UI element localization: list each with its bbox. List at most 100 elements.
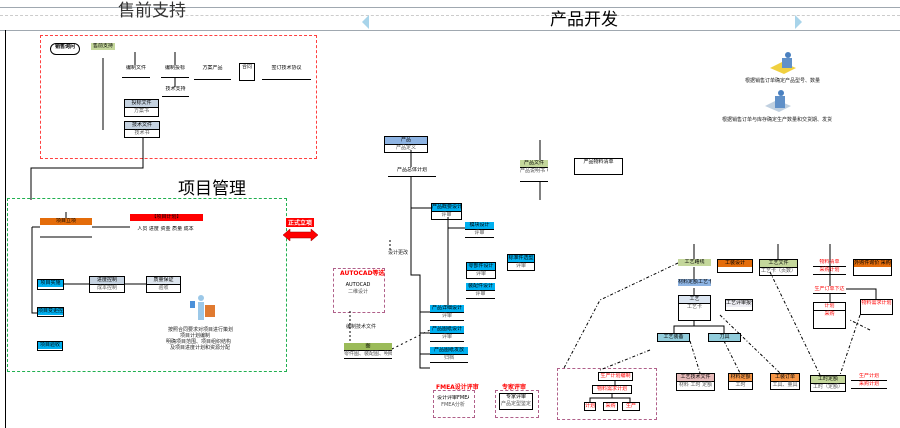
node-assembly-design[interactable]: 装配件设计评审 (466, 283, 495, 299)
node-red-rows[interactable]: 计划采购 (813, 302, 846, 329)
node-sublabel: 采购 (814, 310, 845, 318)
node-drawing-design[interactable]: 产品图纸设计评审 (430, 326, 464, 342)
node-expert-box[interactable]: 专家评审产品定型鉴定 (499, 393, 533, 410)
node-sublabel: 评审 (467, 270, 495, 278)
node-prepare-docs[interactable]: 编制文件 (122, 65, 150, 78)
node-craft-card[interactable]: 材料定额工艺卡 (678, 279, 711, 288)
support-group (433, 390, 475, 418)
node-label: 设计评审FMEA (437, 395, 469, 401)
node-work-hours[interactable]: 工时定额工时（定额） (810, 375, 846, 392)
node-project-plan[interactable]: 【项目计划】 (130, 214, 203, 223)
node-group-a[interactable]: 生产计划编制 (598, 372, 633, 381)
node-sublabel: 工艺卡（页数） (760, 267, 797, 274)
node-group-c1[interactable]: 计划 (584, 402, 596, 411)
node-outsourcing[interactable]: 外购件询价 采购 (853, 259, 892, 276)
node-product-bom[interactable]: 产品物料清单 (574, 158, 623, 175)
node-project-close[interactable]: 项目验收 (37, 341, 63, 351)
node-label: 产品 (385, 137, 427, 144)
connector (846, 288, 877, 299)
node-project-plan-note[interactable]: 人员 进度 资金 质量 成本 (128, 226, 203, 236)
left-arrow-icon[interactable] (362, 15, 369, 29)
connector (563, 262, 679, 369)
node-tech-support[interactable]: 技术支持 (162, 86, 189, 97)
double-arrow-icon (282, 228, 319, 242)
header-band (0, 15, 900, 31)
node-craft-main[interactable]: 工艺工艺卡 (678, 295, 711, 321)
node-label: 生产计划 (858, 373, 879, 379)
node-quality[interactable]: 质量保证验收 (146, 276, 181, 293)
node-tech-doc[interactable]: 技术文件技术书 (124, 121, 160, 138)
plan-group (557, 368, 657, 420)
node-project-start[interactable]: 项目立项 (40, 218, 92, 226)
node-sublabel: 工时（定额） (811, 383, 845, 390)
node-craft-orange[interactable]: 工装设计 (717, 259, 753, 273)
node-project-change[interactable]: 项目变更控制 (37, 307, 64, 317)
right-arrow-icon[interactable] (795, 15, 802, 29)
node-product-design[interactable]: 产品概要设计评审 (431, 203, 462, 220)
node-label: 项目立项 (40, 218, 92, 225)
node-sublabel: 零件图、装配图、明细表 (344, 350, 392, 358)
node-group-b[interactable]: 物料需求计划 (592, 385, 632, 394)
node-tech-agreement[interactable]: 签订技术协议 (262, 65, 311, 80)
flow-note-1: 设计更改 (388, 250, 409, 256)
node-group-c3[interactable]: 生产 (622, 402, 640, 411)
node-material[interactable]: 材料定额工时 (728, 373, 753, 390)
node-part-design[interactable]: 零部件设计评审 (466, 262, 496, 279)
node-craft-tech[interactable]: 工艺技术文件材料 工时 定额 (676, 373, 715, 391)
flow-note-2: 编制技术文件 (346, 324, 377, 330)
node-std-parts[interactable]: 标准件选型评审 (507, 254, 535, 271)
connector (849, 319, 871, 331)
node-group-c2[interactable]: 采购 (603, 402, 618, 411)
node-bid-doc[interactable]: 投标文件方案书 (124, 99, 159, 117)
design-support-tag: FMEA设计评审 (436, 384, 479, 391)
node-product-plan[interactable]: 产品总体计划 (388, 167, 436, 177)
node-sublabel: 方案书 (125, 107, 158, 115)
node-sublabel: 二维设计 (347, 289, 368, 295)
expert-review-tag: 专家评审 (502, 384, 527, 391)
node-product[interactable]: 产品产品定义 (384, 136, 428, 153)
node-label: 销售询问 (54, 44, 75, 50)
node-sublabel: 产品说明书 明细表 说明书 (520, 167, 548, 175)
person-text-2: 项目计划编制 (180, 333, 211, 339)
node-tooling-order[interactable]: 工装订单工具、量具 (770, 373, 800, 390)
node-presale-support[interactable]: 售前支持 (91, 43, 115, 58)
node-craft-route[interactable]: 工艺路线 (678, 259, 711, 267)
presale-title: 售前支持 (118, 1, 186, 21)
node-sales-inquiry[interactable]: 销售询问 (50, 43, 80, 55)
node-contract[interactable]: 合同 (239, 63, 255, 81)
node-label: 材料定额 (729, 374, 752, 381)
node-drawing-release[interactable]: 产品图纸发放归档 (430, 347, 468, 363)
node-solution-product[interactable]: 方案产品 (194, 65, 231, 80)
node-label: 物料清单 (819, 259, 840, 265)
node-project-execute[interactable]: 项目实施 (37, 279, 64, 290)
node-craft-equip[interactable]: 工艺装备 (657, 333, 690, 342)
node-progress[interactable]: 进度控制成本控制 (89, 276, 125, 293)
node-detail-design[interactable]: 产品详细设计评审 (430, 305, 464, 321)
node-label: 产品详细设计 (430, 305, 464, 312)
project-title: 项目管理 (178, 179, 246, 199)
person-luggage-icon (190, 293, 216, 321)
node-process-doc[interactable]: 工艺文件工艺卡（页数） (759, 259, 798, 276)
node-red-note[interactable]: 物料需求计划 (860, 299, 893, 315)
person-text-4: 及项目进度计划和资源分配 (170, 345, 231, 351)
node-sublabel: 采购计划 (813, 266, 846, 274)
node-label: 项目验收 (38, 342, 62, 349)
connector (719, 314, 781, 374)
node-craft-design-note[interactable]: 工艺评审报告 (725, 299, 753, 311)
node-craft-tool[interactable]: 刀具 (708, 333, 741, 342)
node-sublabel: 产品定义 (385, 144, 427, 152)
node-module-design[interactable]: 模块设计评审 (465, 222, 494, 238)
node-sublabel: FMEA分析 (441, 402, 465, 408)
node-red-list[interactable]: 物料清单采购计划 (813, 259, 846, 275)
node-sublabel: 评审 (430, 333, 464, 341)
node-label: 投标文件 (125, 100, 158, 107)
node-plan-list[interactable]: 生产计划采购计划 (851, 373, 887, 389)
node-prepare-bid[interactable]: 编制投标 (161, 65, 189, 78)
icon1-text: 根据销售订单确定产品型号、数量 (745, 78, 821, 84)
node-red-mid[interactable]: 生产订单下达 (813, 286, 846, 294)
node-label: 人员 进度 资金 质量 成本 (137, 226, 194, 232)
